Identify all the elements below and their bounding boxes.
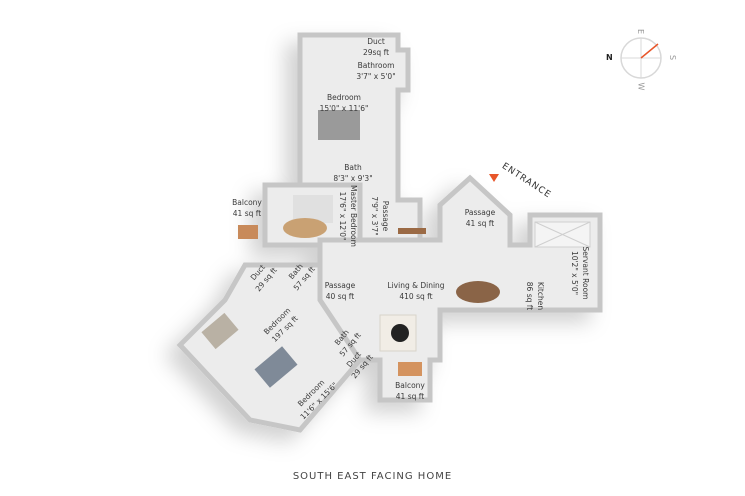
compass-south: S [668, 54, 678, 61]
compass-east: E [636, 28, 646, 35]
plan-caption: SOUTH EAST FACING HOME [292, 471, 453, 482]
coffee-table [391, 324, 409, 342]
compass-north: N [606, 53, 613, 62]
servant-room-void [534, 221, 591, 248]
bed-top [318, 110, 360, 140]
bed-lower [254, 346, 298, 388]
dining-table [456, 281, 500, 303]
compass-icon [620, 37, 662, 79]
bed-197 [201, 312, 239, 350]
master-rug [283, 218, 327, 238]
balcony-left-furniture [238, 225, 258, 239]
furniture [201, 110, 500, 388]
entrance-arrow-icon [489, 174, 499, 182]
compass-west: W [636, 82, 646, 91]
balcony-lower-furniture [398, 362, 422, 376]
entry-door [398, 228, 426, 234]
